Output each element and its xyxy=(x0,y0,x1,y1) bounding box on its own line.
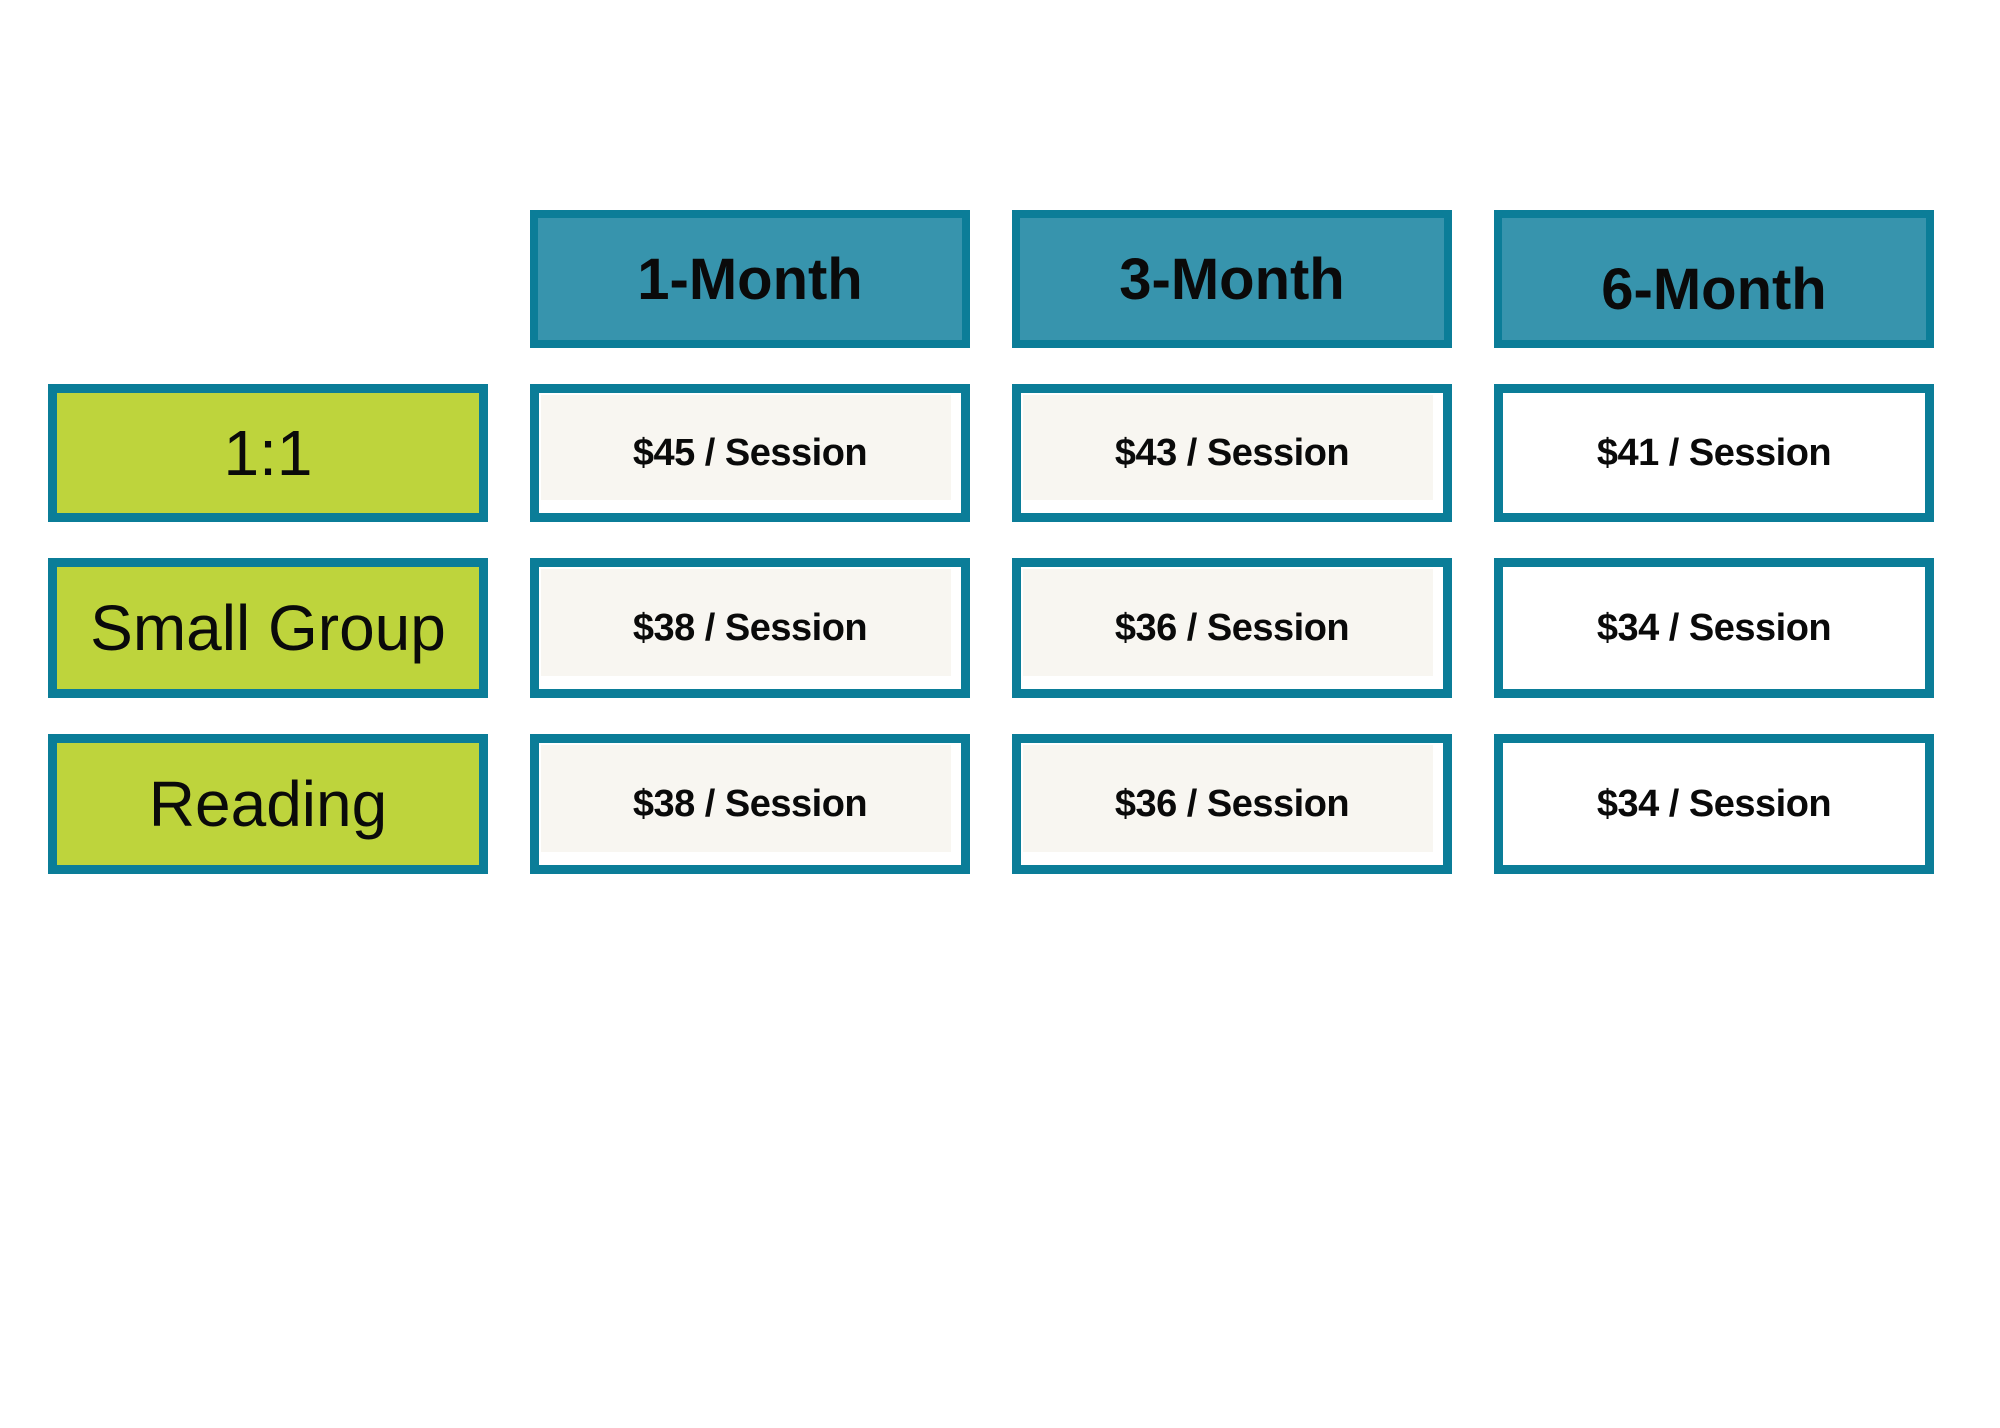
price-cell-reading-1-month-value: $38 / Session xyxy=(632,782,868,825)
price-cell-1to1-6-month: $41 / Session xyxy=(1494,384,1934,522)
row-header-small-group-label: Small Group xyxy=(90,592,446,664)
price-cell-background xyxy=(541,745,951,852)
price-cell-1to1-3-month-value: $43 / Session xyxy=(1114,431,1350,474)
corner-spacer xyxy=(48,210,488,348)
price-cell-1to1-6-month-value: $41 / Session xyxy=(1596,431,1832,474)
column-header-6-month-label: 6-Month xyxy=(1601,256,1827,322)
price-cell-reading-3-month-value: $36 / Session xyxy=(1114,782,1350,825)
price-cell-small-group-1-month-value: $38 / Session xyxy=(632,606,868,649)
price-cell-background xyxy=(1505,745,1923,863)
price-cell-background xyxy=(1505,569,1923,687)
price-cell-reading-3-month: $36 / Session xyxy=(1012,734,1452,874)
pricing-table: 1-Month 3-Month 6-Month 1:1 $45 / Sessio… xyxy=(48,210,1934,874)
price-cell-background xyxy=(541,395,951,500)
price-cell-1to1-3-month: $43 / Session xyxy=(1012,384,1452,522)
price-cell-reading-6-month-value: $34 / Session xyxy=(1596,782,1832,825)
price-cell-small-group-1-month: $38 / Session xyxy=(530,558,970,698)
row-header-reading: Reading xyxy=(48,734,488,874)
row-header-1to1-label: 1:1 xyxy=(223,417,313,489)
price-cell-background xyxy=(541,569,951,676)
row-header-small-group: Small Group xyxy=(48,558,488,698)
row-header-reading-label: Reading xyxy=(148,768,388,840)
price-cell-1to1-1-month: $45 / Session xyxy=(530,384,970,522)
price-cell-background xyxy=(1023,395,1433,500)
price-cell-small-group-6-month-value: $34 / Session xyxy=(1596,606,1832,649)
price-cell-small-group-3-month: $36 / Session xyxy=(1012,558,1452,698)
column-header-1-month-label: 1-Month xyxy=(637,246,863,312)
row-header-1to1: 1:1 xyxy=(48,384,488,522)
price-cell-1to1-1-month-value: $45 / Session xyxy=(632,431,868,474)
price-cell-reading-6-month: $34 / Session xyxy=(1494,734,1934,874)
column-header-1-month: 1-Month xyxy=(530,210,970,348)
price-cell-background xyxy=(1023,745,1433,852)
price-cell-background xyxy=(1505,395,1923,511)
column-header-6-month: 6-Month xyxy=(1494,210,1934,348)
column-header-3-month-label: 3-Month xyxy=(1119,246,1345,312)
column-header-3-month: 3-Month xyxy=(1012,210,1452,348)
price-cell-small-group-6-month: $34 / Session xyxy=(1494,558,1934,698)
price-cell-background xyxy=(1023,569,1433,676)
price-cell-small-group-3-month-value: $36 / Session xyxy=(1114,606,1350,649)
price-cell-reading-1-month: $38 / Session xyxy=(530,734,970,874)
